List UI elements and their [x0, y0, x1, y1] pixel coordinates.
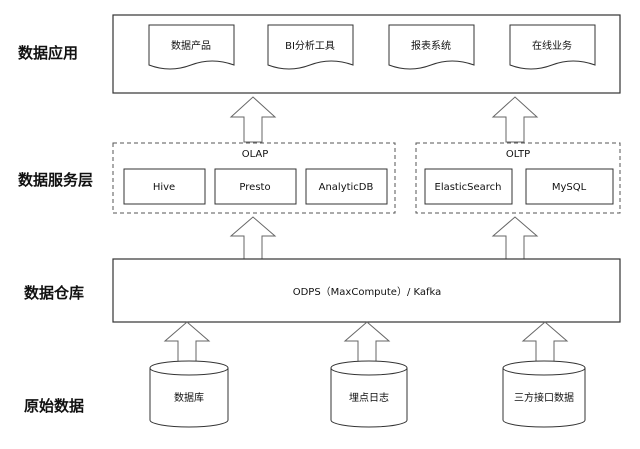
app-item-label: BI分析工具: [285, 39, 335, 52]
raw-item-tracking-log: 埋点日志: [330, 360, 408, 428]
oltp-item-mysql: [525, 168, 614, 205]
layer-label-warehouse: 数据仓库: [24, 284, 84, 302]
app-item-label: 报表系统: [411, 39, 451, 52]
up-arrow-log-to-warehouse: [343, 321, 391, 364]
olap-item-analyticdb-label: AnalyticDB: [319, 182, 374, 193]
olap-item-presto-label: Presto: [239, 182, 270, 193]
layer-label-service: 数据服务层: [18, 171, 93, 189]
oltp-item-mysql-label: MySQL: [552, 182, 587, 193]
olap-item-analyticdb: [305, 168, 388, 205]
olap-item-hive-label: Hive: [153, 182, 175, 193]
up-arrow-oltp-to-app: [491, 96, 539, 143]
warehouse-text: ODPS（MaxCompute）/ Kafka: [293, 286, 442, 298]
app-item-data-product: 数据产品: [148, 24, 235, 70]
app-item-label: 数据产品: [171, 39, 211, 52]
raw-item-database-label: 数据库: [174, 391, 204, 404]
up-arrow-warehouse-to-oltp: [491, 216, 539, 260]
app-item-online-business: 在线业务: [509, 24, 596, 70]
raw-item-third-party-api-label: 三方接口数据: [514, 391, 574, 404]
olap-group: OLAP Hive Presto AnalyticDB: [112, 142, 396, 214]
up-arrow-api-to-warehouse: [521, 321, 569, 364]
oltp-item-elasticsearch-label: ElasticSearch: [435, 182, 502, 193]
layer-label-application: 数据应用: [18, 44, 78, 62]
raw-item-tracking-log-label: 埋点日志: [349, 391, 389, 404]
olap-item-hive: [123, 168, 206, 205]
warehouse-layer-box: [112, 258, 621, 323]
raw-item-third-party-api: 三方接口数据: [502, 360, 586, 428]
olap-item-presto: [214, 168, 297, 205]
oltp-group: OLTP ElasticSearch MySQL: [415, 142, 621, 214]
up-arrow-olap-to-app: [229, 96, 277, 143]
app-item-label: 在线业务: [532, 39, 572, 52]
up-arrow-warehouse-to-olap: [229, 216, 277, 260]
raw-item-database: 数据库: [149, 360, 229, 428]
app-item-bi-tool: BI分析工具: [267, 24, 354, 70]
layer-label-raw: 原始数据: [24, 397, 84, 415]
olap-title: OLAP: [242, 149, 269, 160]
oltp-item-elasticsearch: [424, 168, 513, 205]
up-arrow-db-to-warehouse: [163, 321, 211, 364]
oltp-title: OLTP: [506, 149, 530, 160]
app-item-report-system: 报表系统: [388, 24, 475, 70]
